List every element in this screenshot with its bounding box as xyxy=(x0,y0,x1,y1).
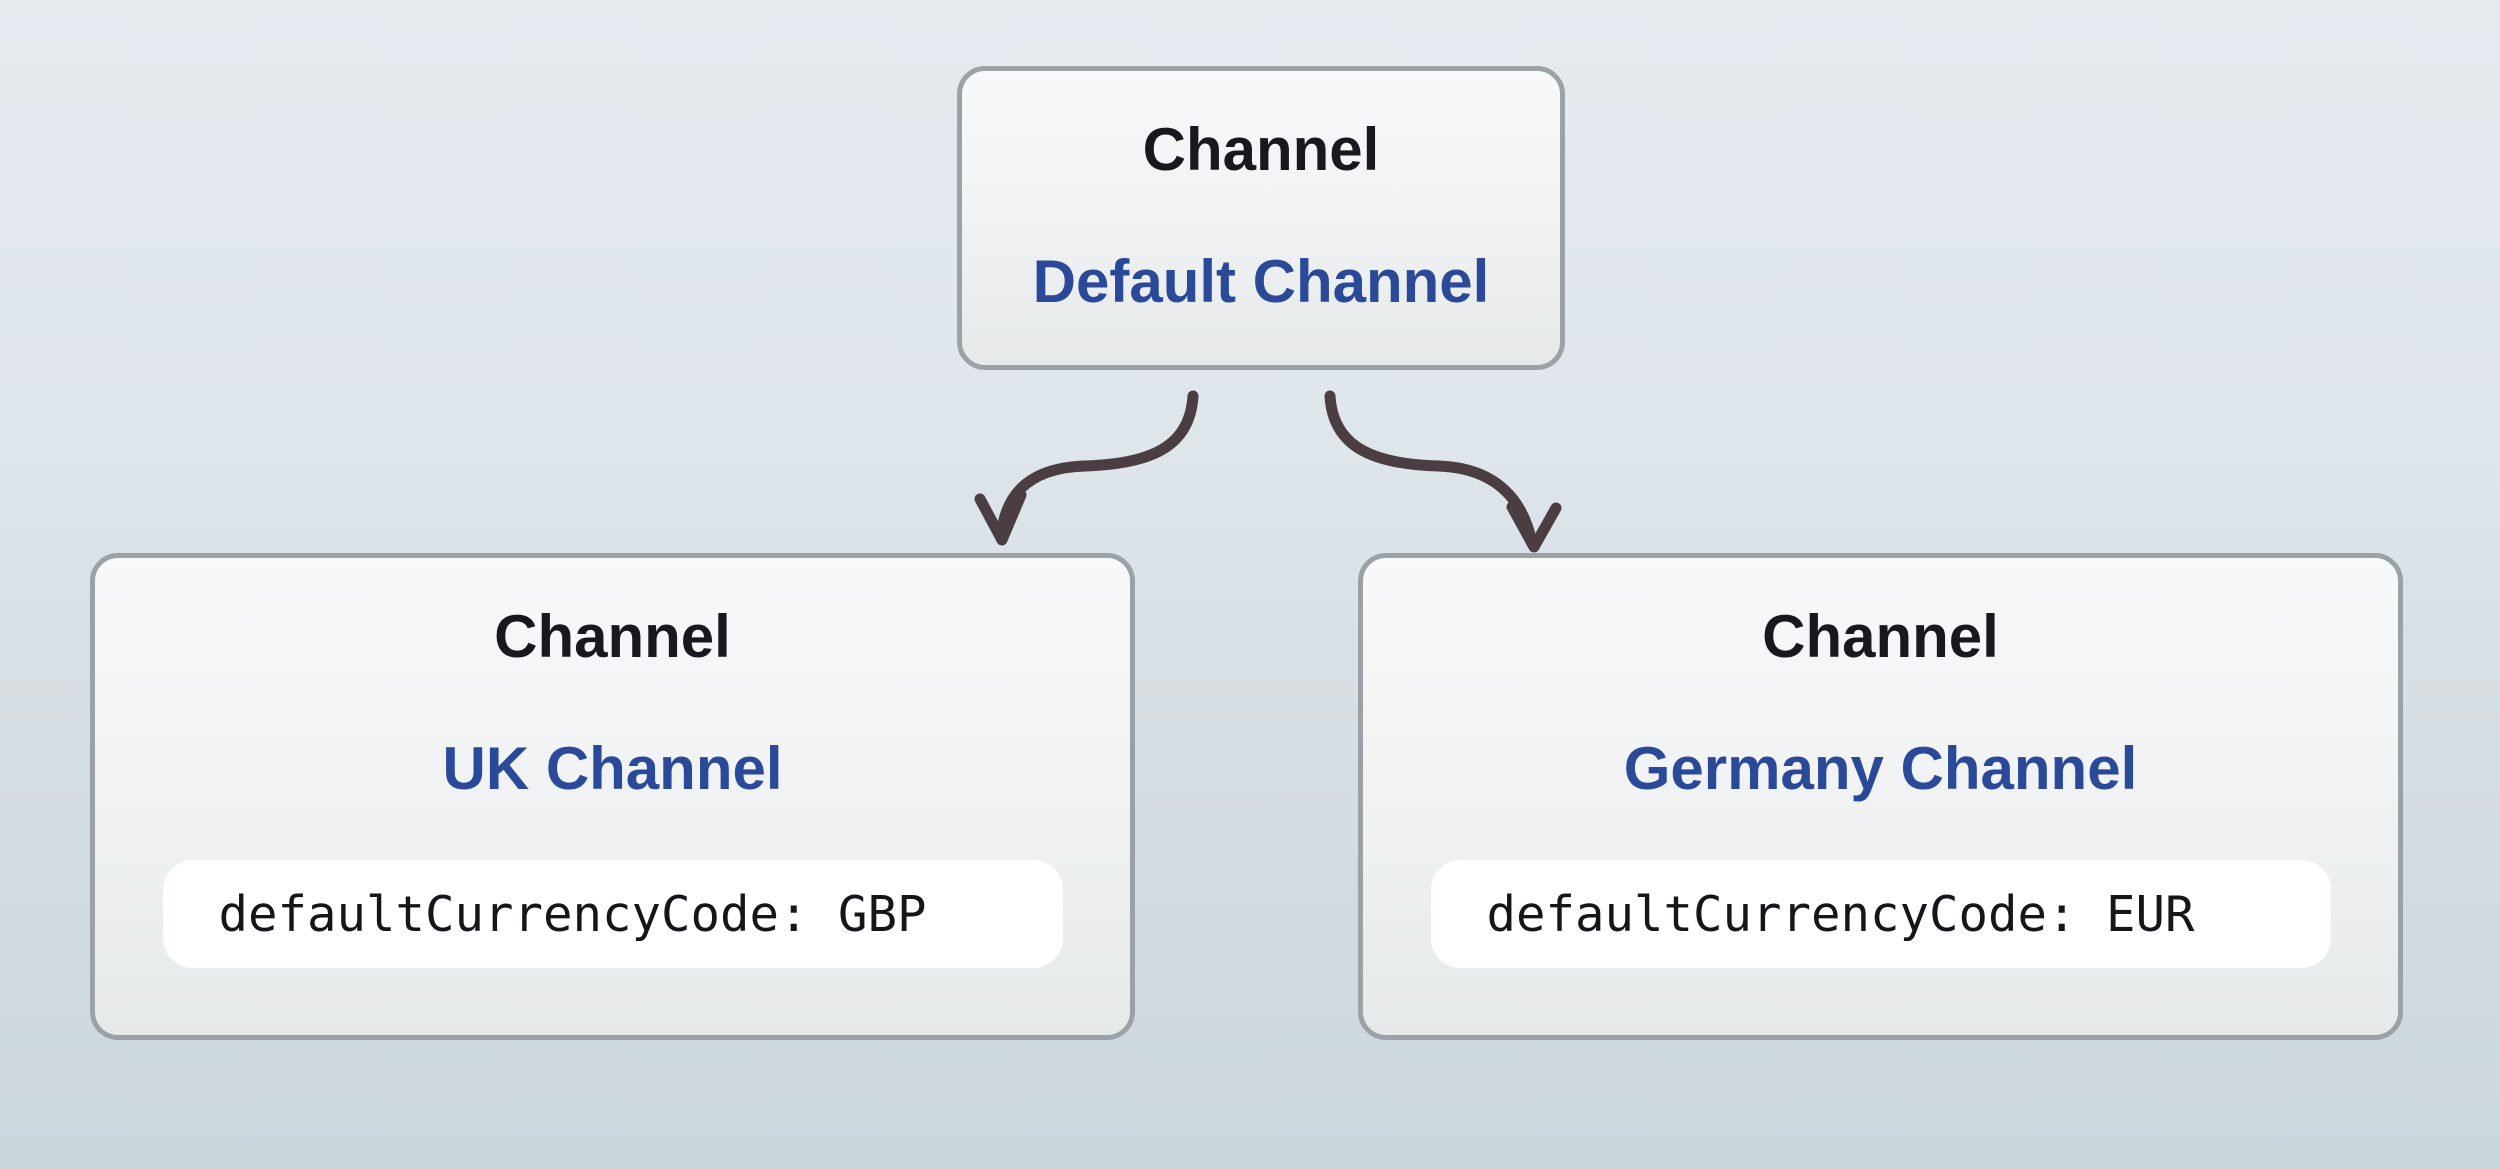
arrowhead-to-uk-channel-icon xyxy=(974,489,1027,546)
arrow-to-germany-channel xyxy=(1324,390,1538,549)
node-type-label: Channel xyxy=(1762,603,1999,670)
currency-code-text: defaultCurrencyCode: GBP xyxy=(218,885,927,943)
channel-node-uk: Channel UK Channel defaultCurrencyCode: … xyxy=(90,553,1135,1040)
node-name-label: UK Channel xyxy=(442,735,783,802)
arrowhead-to-germany-channel-icon xyxy=(1506,501,1562,553)
channel-node-germany: Channel Germany Channel defaultCurrencyC… xyxy=(1358,553,2403,1040)
currency-code-pill: defaultCurrencyCode: EUR xyxy=(1430,860,2331,968)
node-name-label: Germany Channel xyxy=(1623,735,2138,802)
arrow-to-uk-channel xyxy=(995,390,1199,544)
node-type-label: Channel xyxy=(494,603,731,670)
currency-code-pill: defaultCurrencyCode: GBP xyxy=(162,860,1063,968)
node-type-label: Channel xyxy=(1142,116,1380,183)
channel-node-default: Channel Default Channel xyxy=(957,66,1565,370)
currency-code-text: defaultCurrencyCode: EUR xyxy=(1486,885,2195,943)
node-name-label: Default Channel xyxy=(1032,248,1490,315)
